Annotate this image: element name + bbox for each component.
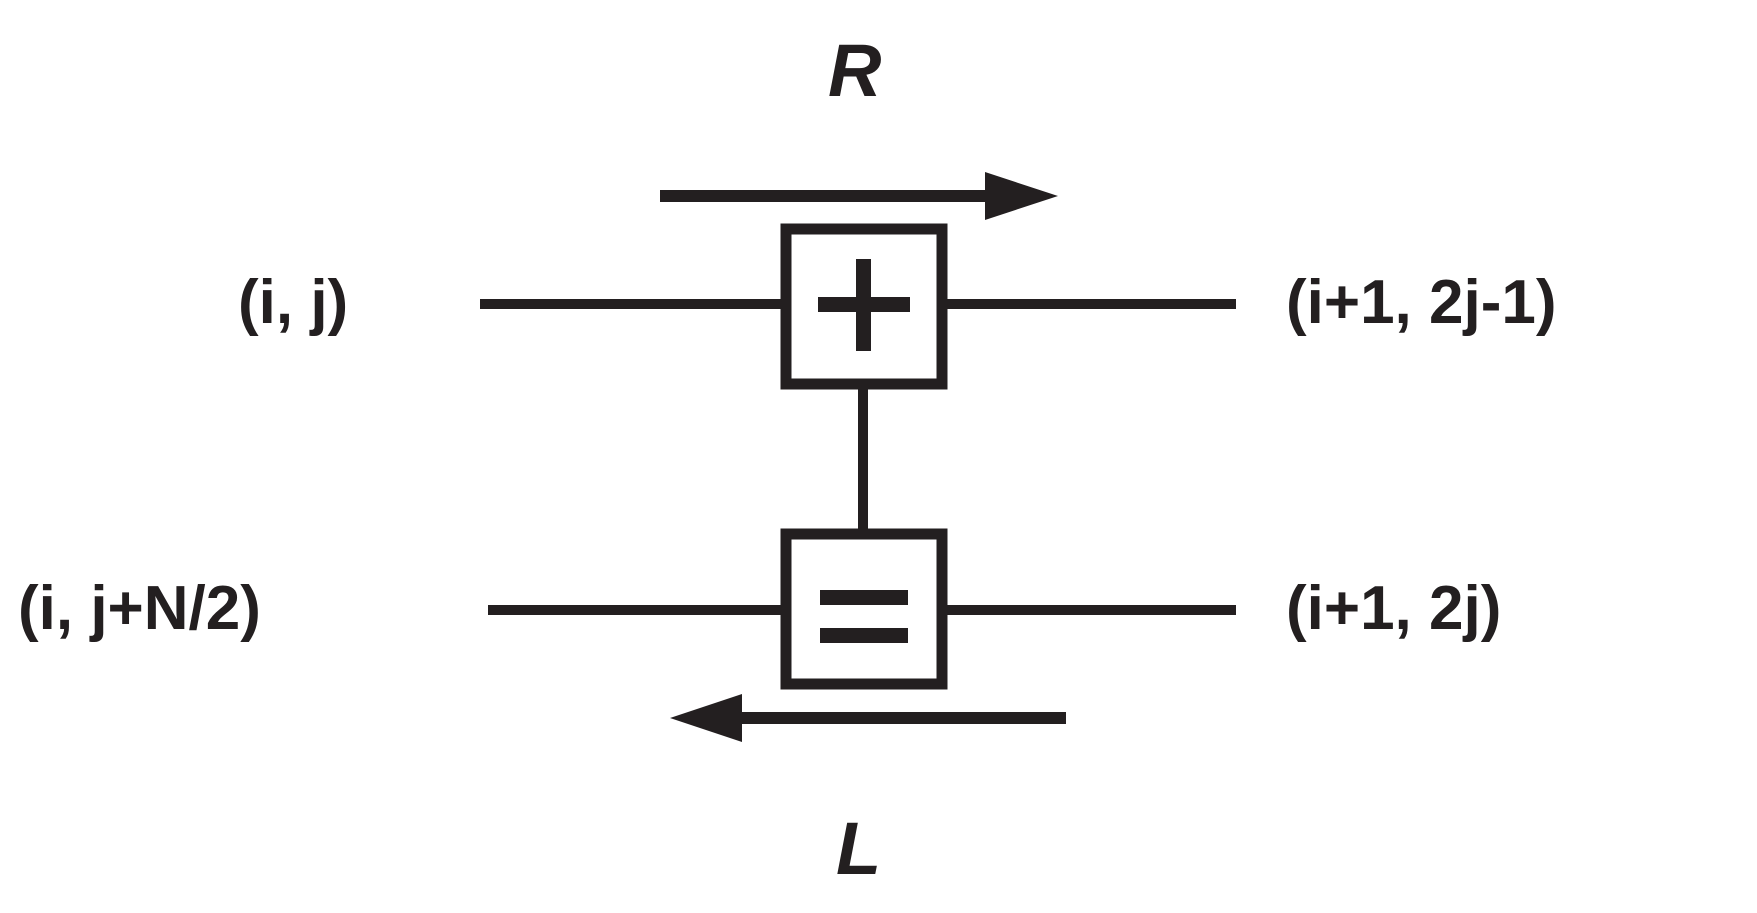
input-bottom-label: (i, j+N/2) [18,574,261,643]
input-top-label: (i, j) [238,268,349,337]
equals-operator-box [780,528,948,690]
right-arrow [660,172,1058,220]
plus-operator-box [780,223,948,390]
direction-label-right: R [828,29,882,112]
left-arrow [670,694,1066,742]
equals-icon [820,590,908,605]
output-bottom-label: (i+1, 2j) [1286,574,1502,643]
direction-label-left: L [836,807,882,890]
output-top-label: (i+1, 2j-1) [1286,268,1557,337]
